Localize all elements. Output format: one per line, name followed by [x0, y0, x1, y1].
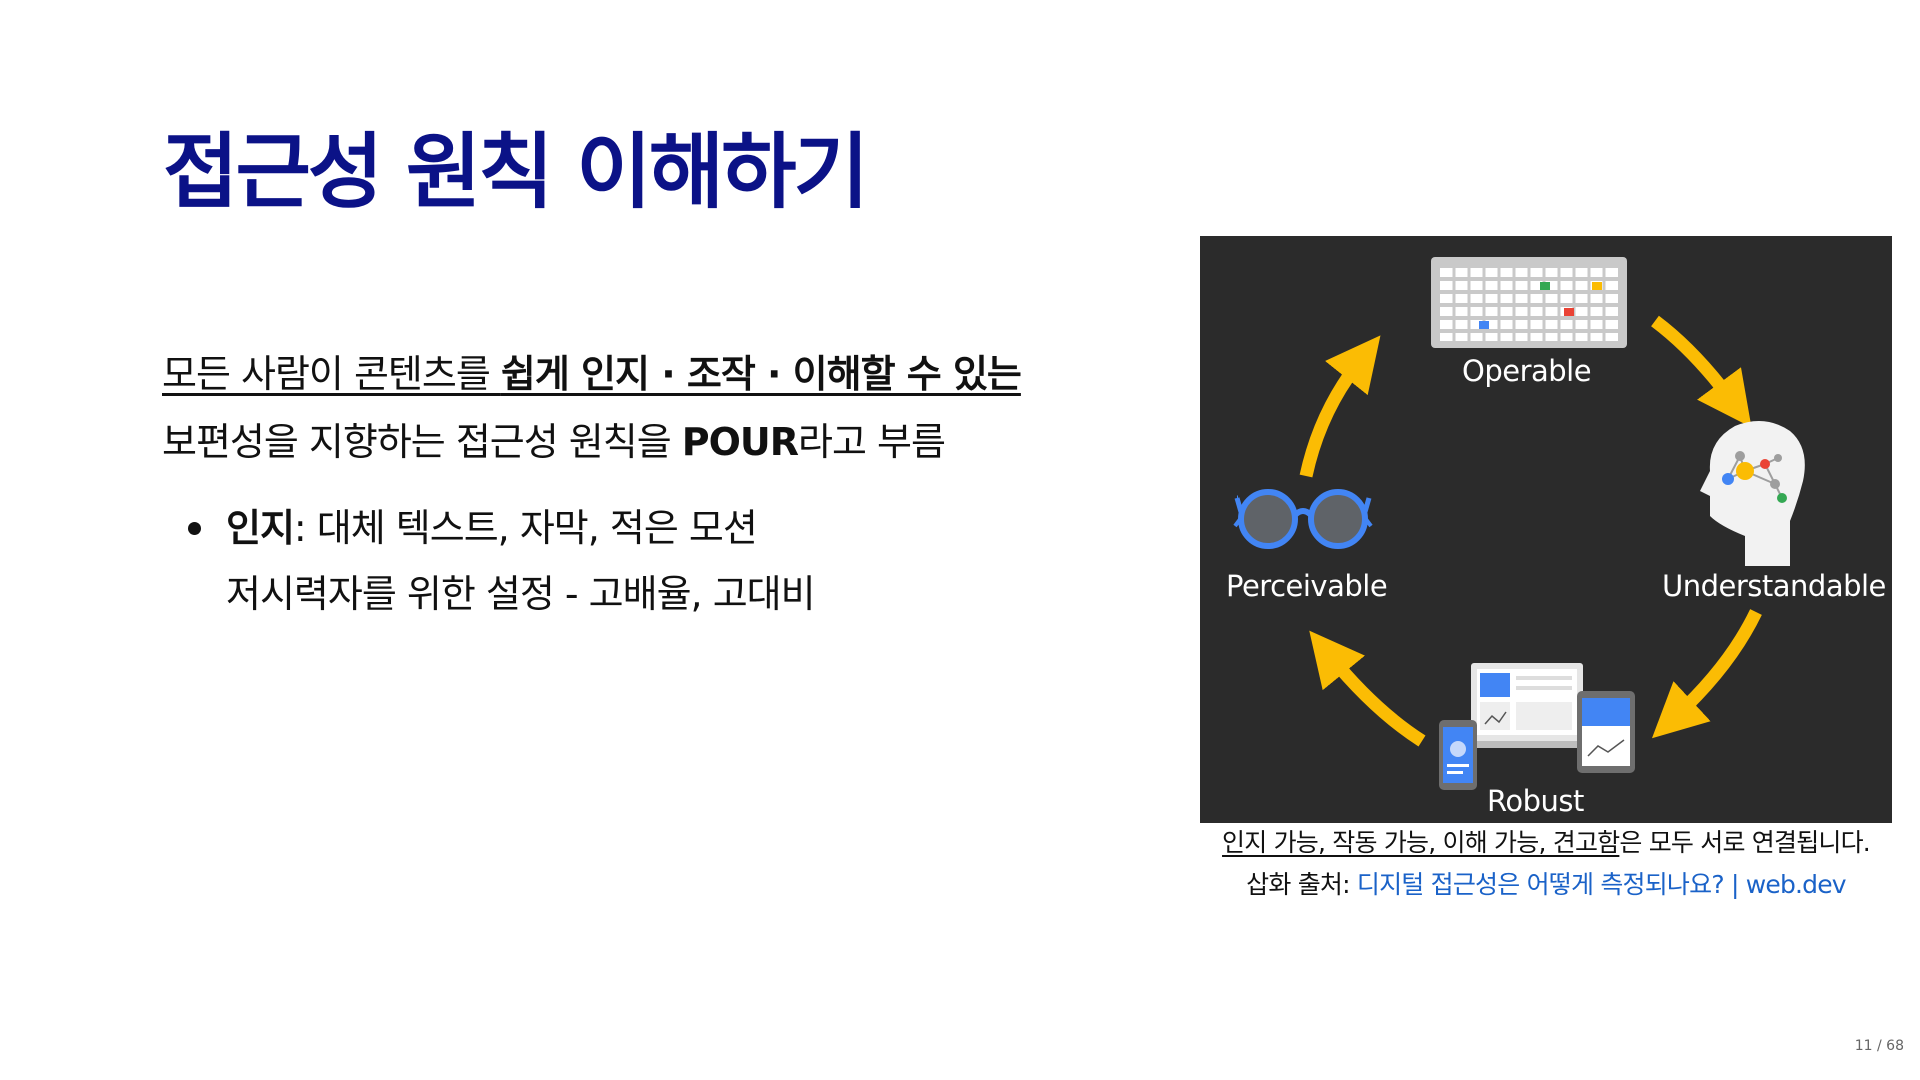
intro-line-2: 보편성을 지향하는 접근성 원칙을 POUR라고 부름: [162, 420, 946, 464]
arrow-perceivable-to-operable: [1299, 335, 1381, 478]
caption-line-1: 인지 가능, 작동 가능, 이해 가능, 견고함은 모두 서로 연결됩니다.: [1222, 828, 1871, 857]
label-perceivable: Perceivable: [1226, 569, 1388, 603]
source-link[interactable]: 디지털 접근성은 어떻게 측정되나요? | web.dev: [1356, 870, 1847, 899]
label-operable: Operable: [1462, 354, 1592, 388]
bullet-list: 인지: 대체 텍스트, 자막, 적은 모션 저시력자를 위한 설정 - 고배율,…: [188, 495, 816, 627]
caption-line-2: 삽화 출처: 디지털 접근성은 어떻게 측정되나요? | web.dev: [1246, 870, 1847, 899]
glasses-icon: [1233, 489, 1373, 549]
label-robust: Robust: [1487, 784, 1584, 818]
bullet-item-perceivable: 인지: 대체 텍스트, 자막, 적은 모션 저시력자를 위한 설정 - 고배율,…: [188, 495, 816, 627]
intro-emphasis: 쉽게 인지 · 조작 · 이해할 수 있는: [500, 352, 1022, 396]
label-understandable: Understandable: [1662, 569, 1886, 603]
bullet-label: 인지: [226, 506, 295, 550]
intro-paragraph: 모든 사람이 콘텐츠를 쉽게 인지 · 조작 · 이해할 수 있는 보편성을 지…: [162, 340, 1162, 476]
pour-diagram: Operable Understandable Robust Perceivab…: [1200, 236, 1892, 823]
bullet-text-continued: 저시력자를 위한 설정 - 고배율, 고대비: [226, 572, 816, 616]
pour-cycle-illustration: [1233, 257, 1805, 790]
pour-keyword: POUR: [681, 420, 799, 464]
keyboard-icon: [1431, 257, 1627, 348]
devices-icon: [1439, 663, 1635, 790]
head-brain-icon: [1700, 421, 1805, 566]
intro-line-1: 모든 사람이 콘텐츠를 쉽게 인지 · 조작 · 이해할 수 있는: [162, 340, 1162, 408]
arrow-robust-to-perceivable: [1309, 630, 1426, 747]
arrow-understandable-to-robust: [1651, 609, 1762, 739]
slide-title: 접근성 원칙 이해하기: [163, 125, 869, 220]
figure-caption: 인지 가능, 작동 가능, 이해 가능, 견고함은 모두 서로 연결됩니다. 삽…: [1200, 822, 1892, 906]
bullet-text: : 대체 텍스트, 자막, 적은 모션: [293, 506, 758, 550]
intro-underlined-text: 모든 사람이 콘텐츠를 쉽게 인지 · 조작 · 이해할 수 있는: [162, 352, 1022, 396]
page-number: 11 / 68: [1854, 1038, 1904, 1054]
bullet-dot-icon: [188, 522, 201, 535]
arrow-operable-to-understandable: [1651, 315, 1752, 428]
